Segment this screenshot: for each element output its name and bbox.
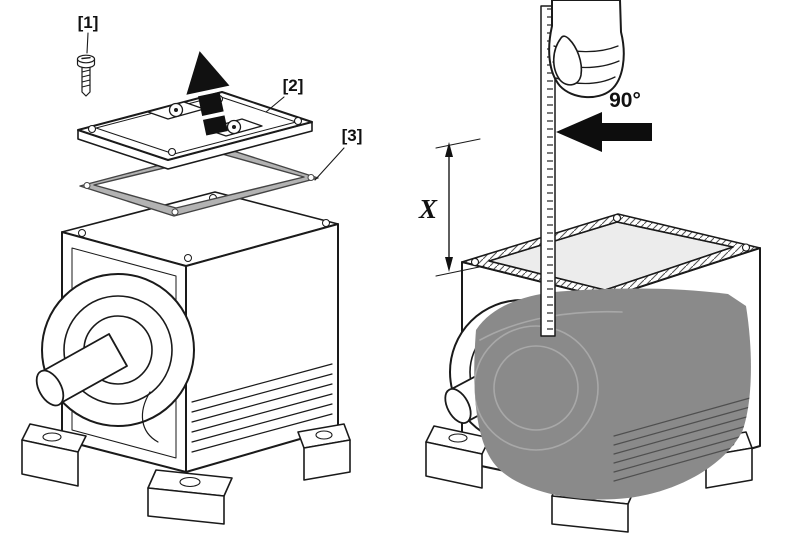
left-arrow [556, 112, 602, 152]
plate-hole [293, 116, 303, 126]
casting-detail [141, 391, 159, 443]
mounting-foot [147, 469, 233, 525]
dimension-arrow-down [445, 257, 453, 272]
cooling-fins [191, 363, 333, 453]
angle-label: 90° [609, 89, 641, 112]
hand [548, 0, 625, 98]
oil-fill [474, 288, 751, 500]
screw-threads [81, 69, 91, 88]
callouts: [1] [2] [3] [78, 13, 363, 181]
figure-oil-level-check: 90° X [418, 0, 761, 533]
dimension-label: X [418, 194, 438, 224]
label-1: [1] [78, 13, 99, 32]
removal-arrow [186, 51, 230, 136]
top-bolt-hole [322, 219, 330, 227]
gasket-hole [171, 208, 179, 216]
plate-hole [87, 124, 97, 134]
rim-bolt-hole [741, 243, 751, 252]
top-bolt-hole [78, 229, 86, 237]
leader-line-1 [86, 32, 89, 54]
mounting-foot [21, 423, 87, 487]
mounting-foot [425, 425, 491, 489]
gasket-hole [307, 174, 315, 181]
gasket-hole [83, 182, 91, 189]
label-3: [3] [342, 126, 363, 145]
extension-line-bottom [435, 265, 485, 277]
leader-line-2 [265, 96, 285, 113]
dimension-arrow-up [445, 142, 453, 157]
rim-bolt-hole [470, 257, 480, 267]
ruler-scale [541, 6, 555, 336]
leader-line-3 [314, 147, 345, 181]
cover-plate [77, 91, 313, 170]
top-bolt-hole [184, 254, 192, 262]
shaft-end-cap [35, 369, 65, 407]
flange-rim-hatched [461, 213, 761, 299]
screw [76, 54, 96, 97]
gear-housing [21, 191, 351, 525]
thumb [552, 35, 583, 86]
figure-cover-removal: [1] [2] [3] [21, 13, 363, 525]
rim-bolt-hole [612, 213, 622, 223]
plate-hole [167, 147, 177, 157]
shaft-end-cap [444, 388, 472, 424]
screw-slot [81, 57, 91, 60]
label-2: [2] [283, 76, 304, 95]
left-arrow-tail [602, 123, 652, 141]
mounting-foot [297, 423, 351, 481]
cooling-fins [613, 397, 751, 482]
ruler [540, 5, 556, 337]
extension-line-top [435, 138, 481, 149]
dimension-x: X [418, 138, 485, 277]
angle-annotation: 90° [556, 89, 652, 152]
